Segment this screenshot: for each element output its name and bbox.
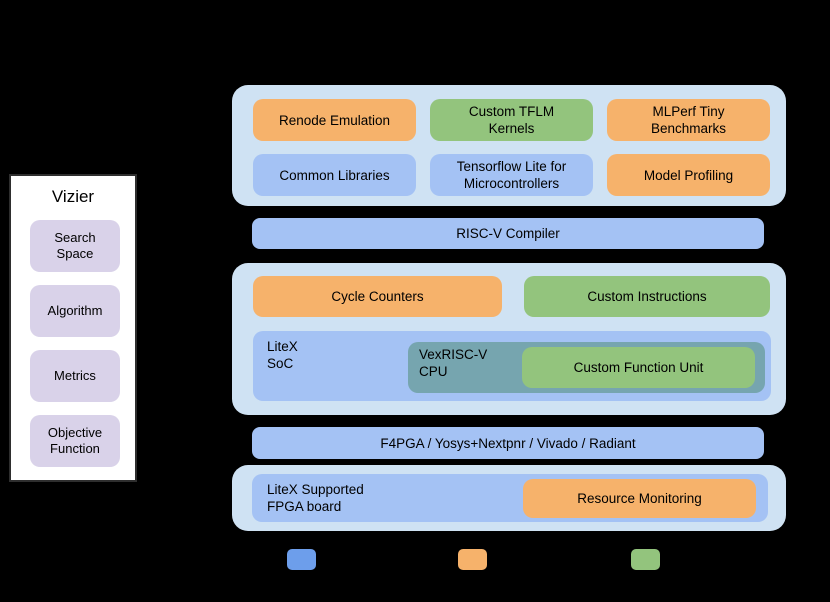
fpga-board-box: LiteX Supported FPGA board Resource Moni… (252, 474, 768, 522)
box-model-profiling: Model Profiling (607, 154, 770, 196)
box-custom-instructions: Custom Instructions (524, 276, 770, 317)
legend-swatch-orange (458, 549, 487, 570)
resource-monitoring-box: Resource Monitoring (523, 479, 756, 518)
box-mlperf-tiny-benchmarks: MLPerf Tiny Benchmarks (607, 99, 770, 141)
fpga-board-label: LiteX Supported FPGA board (267, 482, 364, 514)
vizier-item-algorithm: Algorithm (30, 285, 120, 337)
gateware-layer-container: Cycle Counters Custom Instructions LiteX… (232, 263, 786, 415)
box-custom-tflm-kernels: Custom TFLM Kernels (430, 99, 593, 141)
software-layer-container: Renode Emulation Custom TFLM Kernels MLP… (232, 85, 786, 206)
vexriscv-cpu-box: VexRISC-V CPU Custom Function Unit (408, 342, 765, 393)
box-renode-emulation: Renode Emulation (253, 99, 416, 141)
riscv-compiler-bar: RISC-V Compiler (252, 218, 764, 249)
vizier-item-objective-function: Objective Function (30, 415, 120, 467)
legend-swatch-green (631, 549, 660, 570)
vizier-item-search-space: Search Space (30, 220, 120, 272)
box-tensorflow-lite-micro: Tensorflow Lite for Microcontrollers (430, 154, 593, 196)
litex-soc-box: LiteX SoC VexRISC-V CPU Custom Function … (253, 331, 771, 401)
vizier-panel: Vizier Search Space Algorithm Metrics Ob… (9, 174, 137, 482)
custom-function-unit-box: Custom Function Unit (522, 347, 755, 388)
vexriscv-cpu-label: VexRISC-V CPU (419, 347, 488, 379)
legend-swatch-blue (287, 549, 316, 570)
toolchain-bar: F4PGA / Yosys+Nextpnr / Vivado / Radiant (252, 427, 764, 459)
vizier-item-metrics: Metrics (30, 350, 120, 402)
box-cycle-counters: Cycle Counters (253, 276, 502, 317)
hardware-layer-container: LiteX Supported FPGA board Resource Moni… (232, 465, 786, 531)
litex-soc-label: LiteX SoC (267, 339, 298, 371)
vizier-title: Vizier (51, 187, 95, 206)
box-common-libraries: Common Libraries (253, 154, 416, 196)
